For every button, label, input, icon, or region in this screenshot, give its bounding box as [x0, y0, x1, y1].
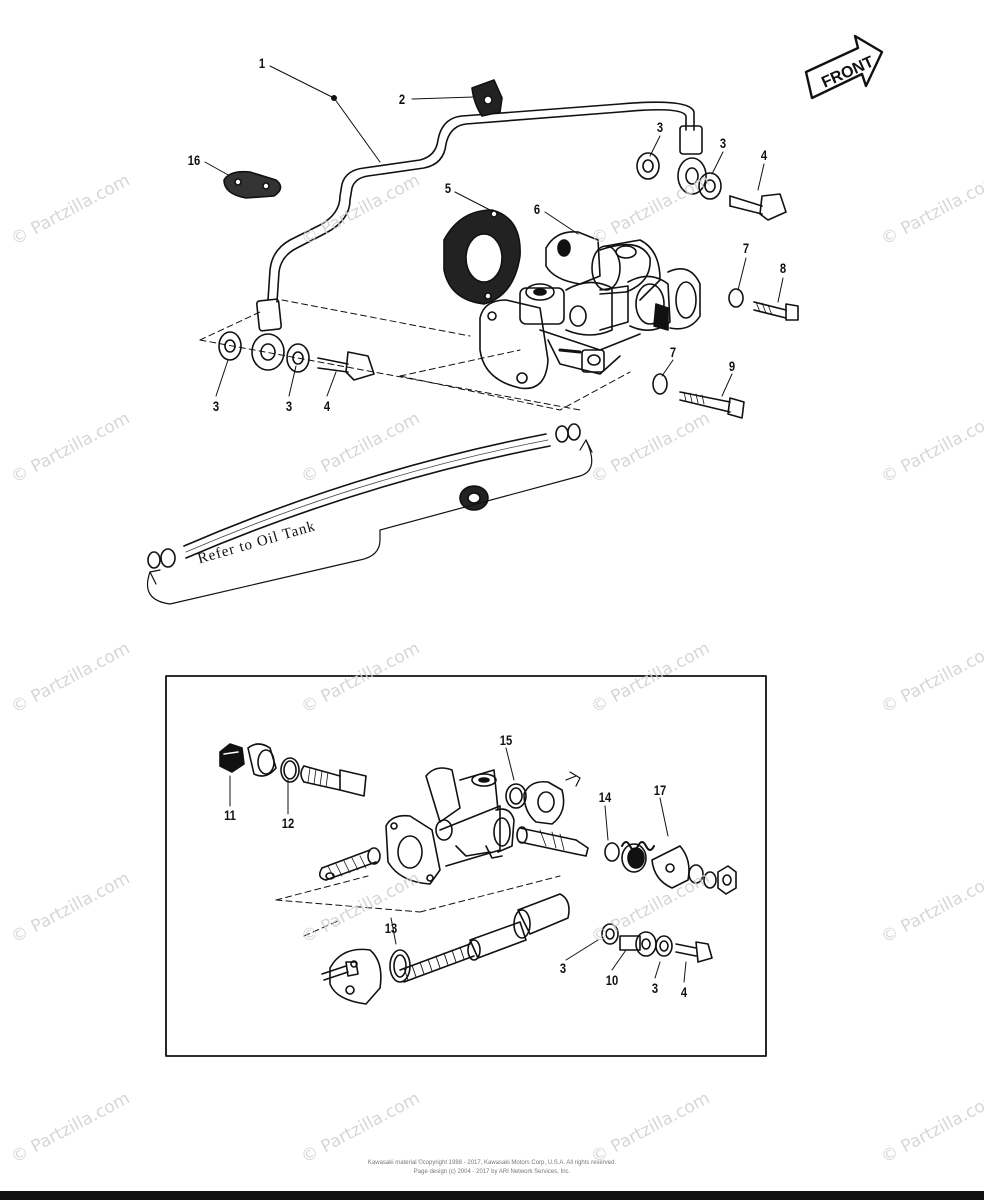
callout-c10: 10 [605, 972, 619, 988]
callout-c1-top: 1 [258, 55, 266, 71]
spring [621, 841, 655, 873]
clamp-part-2 [471, 79, 503, 117]
cap-nut [247, 743, 277, 777]
callout-c15: 15 [499, 732, 513, 748]
nut-part-11 [219, 743, 245, 773]
oring-part-14 [604, 842, 620, 862]
washer-3a [636, 152, 660, 180]
callout-c2-top: 2 [398, 91, 406, 107]
callout-c13: 13 [384, 920, 398, 936]
exploded-view-frame [165, 675, 767, 1057]
callout-c3-d: 3 [285, 398, 293, 414]
oring-part-12 [280, 757, 300, 783]
screw-9 [679, 391, 745, 419]
leader-lines-bottom [229, 747, 687, 983]
callout-c4-b: 4 [323, 398, 331, 414]
threaded-rod [318, 847, 381, 881]
gasket-part-13 [329, 948, 411, 1005]
banjo-fitting-10 [619, 931, 657, 957]
banjo-bolt-4b [317, 351, 375, 381]
washer-3e [601, 923, 619, 945]
banjo-bolt-4c [675, 941, 713, 963]
footer-page-design: Page design (c) 2004 - 2017 by ARI Netwo… [413, 1169, 571, 1175]
callout-c5: 5 [444, 180, 452, 196]
screw-8 [753, 301, 799, 321]
pipe-banjo-left [251, 298, 285, 371]
washer-7b [652, 373, 668, 395]
grommet [459, 485, 489, 511]
washer-3d [286, 343, 310, 373]
small-screw [321, 961, 359, 981]
callout-c4-c: 4 [680, 984, 688, 1000]
gasket-part-5 [443, 209, 521, 305]
oring-part-15 [505, 783, 527, 809]
flange-gasket [523, 771, 581, 825]
callout-c12: 12 [281, 815, 295, 831]
leader-lines-top [204, 65, 784, 397]
callout-c16: 16 [187, 152, 201, 168]
washer-3b [698, 172, 722, 200]
callout-c7-b: 7 [669, 344, 677, 360]
callout-c3-a: 3 [656, 119, 664, 135]
pipe-banjo-right [677, 125, 707, 195]
washer-7a [728, 288, 744, 308]
assembly-guides-bottom [275, 875, 561, 937]
washer-3f [655, 935, 673, 957]
banjo-bolt-4a [729, 193, 787, 221]
footer-copyright: Kawasaki material ©copyright 1988 - 2017… [367, 1160, 617, 1166]
oil-pipe [267, 101, 695, 303]
oil-hose [147, 423, 581, 569]
callout-c7-a: 7 [742, 240, 750, 256]
refer-bracket [146, 439, 593, 605]
assembly-guides-top [199, 299, 631, 411]
callout-c4-a: 4 [760, 147, 768, 163]
adjust-screw [300, 765, 367, 797]
callout-c6: 6 [533, 201, 541, 217]
callout-c17: 17 [653, 782, 667, 798]
callout-c9: 9 [728, 358, 736, 374]
front-arrow-icon [804, 34, 884, 100]
callout-c3-f: 3 [651, 980, 659, 996]
callout-c3-c: 3 [212, 398, 220, 414]
plunger [516, 826, 589, 857]
lever-part-17 [651, 845, 690, 889]
small-washers [688, 864, 737, 895]
callout-c3-b: 3 [719, 135, 727, 151]
callout-c14: 14 [598, 789, 612, 805]
callout-c8: 8 [779, 260, 787, 276]
bottom-bar [0, 1191, 984, 1200]
gasket-part-16 [223, 170, 282, 199]
oil-pump-part-6 [479, 231, 701, 390]
callout-c3-e: 3 [559, 960, 567, 976]
lower-shaft [399, 893, 570, 983]
pump-body-exploded [385, 767, 515, 885]
callout-c11: 11 [224, 807, 236, 823]
